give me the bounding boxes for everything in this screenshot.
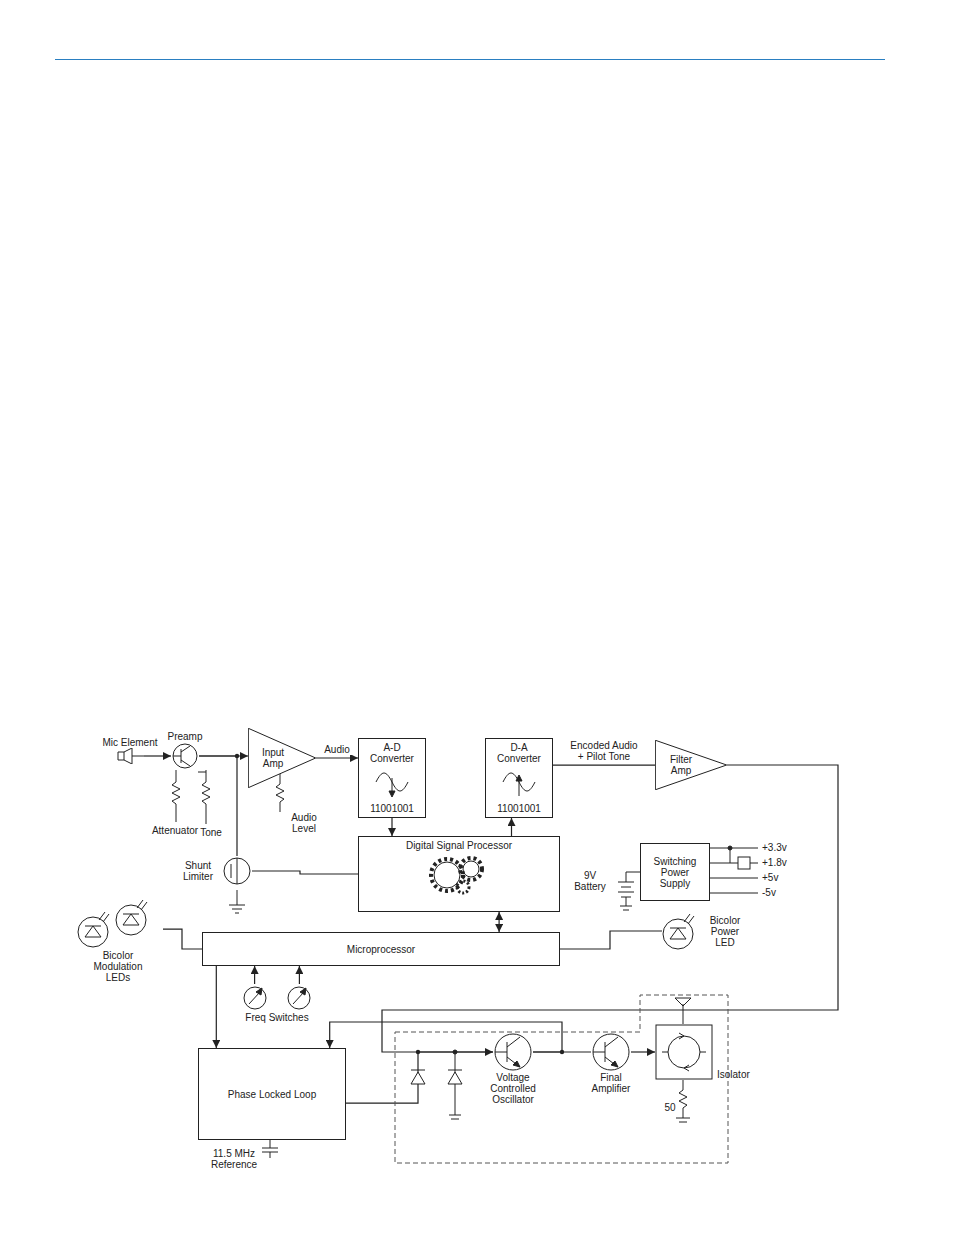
part-label: 9V Battery [568,870,612,892]
antenna-symbol [675,998,691,1024]
part-label: +3.3v [762,842,802,853]
amplifier-transistor: Final Amplifier [580,1032,642,1094]
part-label: +5v [762,872,802,883]
supply-outputs [710,846,758,893]
connector [163,929,202,949]
led-indicator: Bicolor Modulation LEDs [68,898,168,983]
connector [254,966,255,984]
oscillator-transistor: Voltage Controlled Oscillator [480,1032,546,1105]
node-text: Isolator [717,1069,750,1080]
preamp-transistor: Preamp [160,731,210,770]
connector [391,818,392,836]
power-supply-box: Switching Power Supply [640,843,710,901]
junction-dot [416,1050,420,1054]
node-text: 11001001 [370,803,414,814]
edge-label: Encoded Audio + Pilot Tone [566,740,642,762]
part-label: Tone [196,827,226,838]
amplifier-transistor-symbol [591,1032,631,1072]
process-box: Microprocessor [202,932,560,966]
node-text: Bicolor Power LED [702,915,748,948]
node-text: Microprocessor [347,944,415,955]
connector [553,765,655,766]
connector [631,1051,655,1052]
process-box: Digital Signal Processor [358,836,560,912]
node-text: Preamp [167,731,202,742]
process-box: Phase Locked Loop [198,1048,346,1140]
part-label: -5v [762,887,802,898]
mic-element: Mic Element [100,737,160,764]
led-indicator-symbol [662,912,698,950]
node-text: Freq Switches [245,1012,308,1023]
connector [499,912,500,932]
amplifier-triangle: Filter Amp [655,740,727,790]
connector [533,1051,591,1052]
converter-box: A-D Converter 11001001 [358,738,426,818]
node-text: Shunt Limiter [178,860,218,882]
node-text: Bicolor Modulation LEDs [83,950,153,983]
connector [144,755,171,756]
converter-box-symbol [372,770,412,798]
node-text: Input Amp [256,747,290,769]
shunt-limiter-symbol [222,856,252,886]
audio-level-resistor [276,774,284,812]
tone-resistor [198,770,210,824]
node-text: Phase Locked Loop [228,1089,316,1100]
attenuator-resistor [172,770,180,822]
node-text: Switching Power Supply [645,856,705,889]
part-label: 50 [660,1102,680,1113]
shunt-ground [229,890,245,913]
connector [346,1052,493,1103]
edge-label: Audio [322,744,352,755]
part-label: 11.5 MHz Reference [206,1148,262,1170]
led-indicator: Bicolor Power LED [662,912,772,950]
frequency-switches-symbol [237,984,317,1012]
node-text: Mic Element [102,737,157,748]
reference-capacitor [262,1140,278,1158]
part-label: Audio Level [284,812,324,834]
isolator: Isolator [655,1024,765,1080]
oscillator-transistor-symbol [493,1032,533,1072]
connector [216,966,217,1048]
varactor-diode [448,1050,462,1119]
connector [560,931,662,949]
node-text: Filter Amp [663,754,699,776]
connector [252,871,358,874]
connector [316,757,358,758]
part-label: +1.8v [762,857,802,868]
isolator-symbol [655,1024,713,1080]
rf-module-outline [395,995,728,1163]
node-text: Final Amplifier [583,1072,639,1094]
header-rule [55,59,885,60]
node-text: Digital Signal Processor [406,840,512,851]
amplifier-triangle: Input Amp [248,728,316,788]
varactor-diode [411,1070,425,1084]
node-text: Voltage Controlled Oscillator [483,1072,543,1105]
junction-dot [235,754,239,758]
converter-box: D-A Converter 11001001 [485,738,553,818]
connector [199,756,237,856]
mic-element-symbol [116,748,144,764]
part-label: Attenuator [145,825,205,836]
node-text: D-A Converter [490,742,548,764]
led-indicator-symbol [73,898,163,950]
termination-resistor [676,1080,690,1122]
process-box-symbol [419,851,499,897]
frequency-switches: Freq Switches [232,984,322,1023]
battery-symbol [618,872,640,910]
connector [299,966,300,984]
converter-box-symbol [499,770,539,798]
preamp-transistor-symbol [171,742,199,770]
connector [511,818,512,836]
node-text: A-D Converter [363,742,421,764]
node-text: 11001001 [497,803,541,814]
shunt-limiter: Shunt Limiter [178,856,258,886]
